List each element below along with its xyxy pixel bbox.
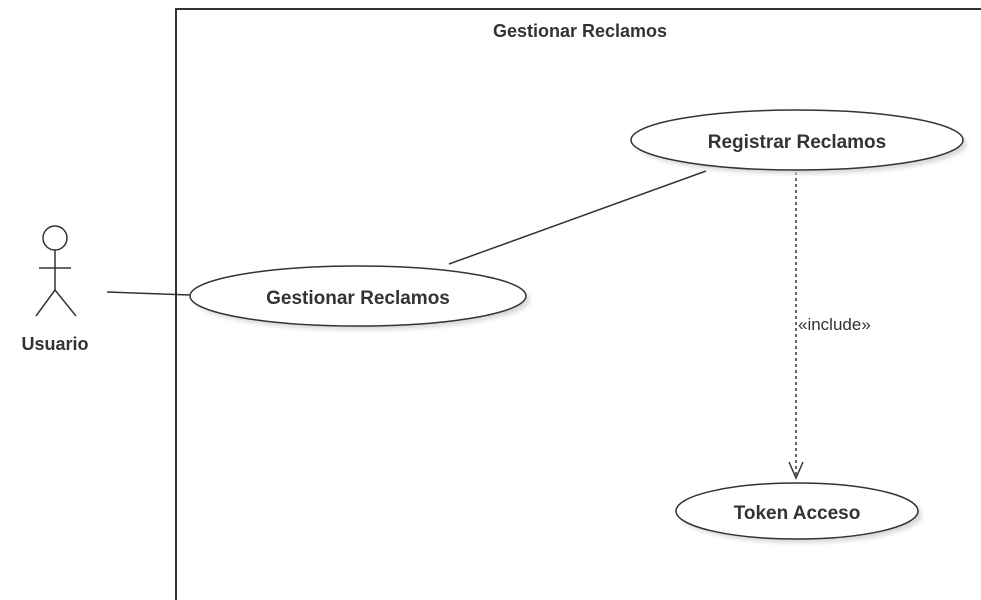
actor-left-leg [35,289,56,317]
association-usuario-gestionar [106,291,191,296]
use-case-registrar-reclamos[interactable]: Registrar Reclamos [630,109,967,174]
use-case-ellipse [189,265,527,327]
use-case-label: Gestionar Reclamos [266,288,450,309]
use-case-ellipse [675,482,919,540]
use-case-label: Token Acceso [734,503,861,524]
use-case-gestionar-reclamos[interactable]: Gestionar Reclamos [189,265,530,330]
use-case-label: Registrar Reclamos [708,132,886,153]
include-label: «include» [798,315,871,334]
actor-usuario[interactable]: Usuario [21,225,89,354]
actor-head [42,225,68,251]
stick-figure-icon [35,225,77,317]
use-case-token-acceso[interactable]: Token Acceso [675,482,922,543]
use-case-ellipse [630,109,964,171]
include-relationship: «include» [788,172,871,480]
actor-right-leg [54,289,77,317]
system-boundary-title: Gestionar Reclamos [493,21,667,41]
association-lines [106,170,707,296]
system-boundary-frame [175,8,981,600]
association-gestionar-registrar [448,170,707,265]
system-boundary: Gestionar Reclamos [175,8,981,600]
include-arrowhead-icon [788,461,804,480]
actor-label: Usuario [21,334,88,354]
